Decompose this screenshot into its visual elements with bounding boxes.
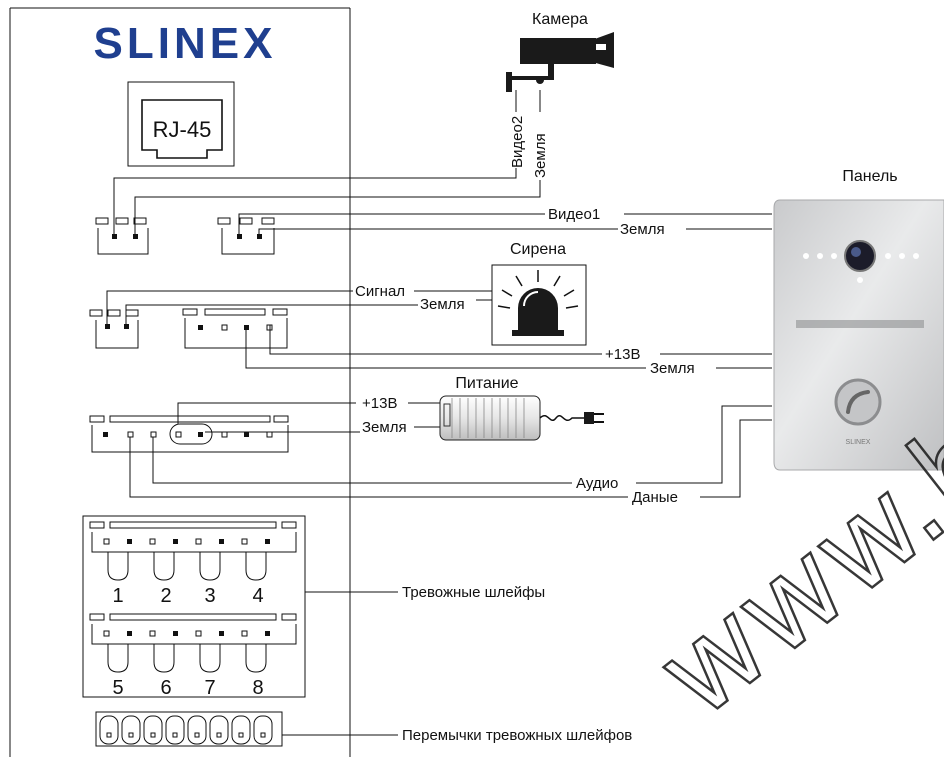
wire-label-plus13-panel: +13В (605, 346, 640, 363)
siren-device: Сирена (491, 241, 587, 346)
alarm-loops-block: 1 2 3 4 5 6 7 8 (82, 515, 306, 699)
camera-title: Камера (532, 11, 588, 28)
alarm-jumpers-strip (95, 711, 283, 747)
wires (106, 90, 772, 736)
loop-number-2: 2 (160, 585, 171, 607)
loop-number-1: 1 (112, 585, 123, 607)
connector-open-pins (127, 324, 273, 438)
loop-number-7: 7 (204, 677, 215, 699)
wire-label-video1: Видео1 (548, 206, 600, 223)
panel-title: Панель (842, 168, 897, 185)
loop-number-5: 5 (112, 677, 123, 699)
camera-device: Камера (506, 11, 614, 92)
outdoor-panel-device: Панель SLINEX (773, 168, 944, 471)
wire-label-audio: Аудио (576, 475, 618, 492)
wire-label-ground-supply: Земля (362, 419, 407, 436)
connector-pins (103, 234, 262, 437)
wire-label-plus13-supply: +13В (362, 395, 397, 412)
alarm-jumpers-label: Перемычки тревожных шлейфов (402, 727, 632, 744)
rj45-label: RJ-45 (153, 117, 212, 142)
rj45-port: RJ-45 (127, 81, 235, 167)
phone-icon (846, 390, 870, 414)
siren-title: Сирена (510, 241, 566, 258)
connectors (89, 217, 289, 453)
speaker-grille (796, 320, 924, 328)
loop-number-3: 3 (204, 585, 215, 607)
loop-number-8: 8 (252, 677, 263, 699)
wire-label-ground-panel-video: Земля (620, 221, 665, 238)
loop-number-6: 6 (160, 677, 171, 699)
panel-brand: SLINEX (846, 439, 871, 446)
wire-label-signal: Сигнал (355, 283, 405, 300)
wire-label-data: Даные (632, 489, 678, 506)
wire-label-ground-camera: Земля (532, 133, 549, 178)
wire-label-video2: Видео2 (509, 116, 526, 168)
loop-number-4: 4 (252, 585, 263, 607)
power-supply-device: Питание (439, 375, 604, 441)
alarm-loops-label: Тревожные шлейфы (402, 584, 545, 601)
power-title: Питание (455, 375, 518, 392)
wire-label-ground-panel-power: Земля (650, 360, 695, 377)
call-button (834, 378, 882, 426)
camera-lens-icon (844, 240, 876, 272)
slinex-logo: SLINEX (94, 19, 277, 68)
wire-label-ground-siren: Земля (420, 296, 465, 313)
